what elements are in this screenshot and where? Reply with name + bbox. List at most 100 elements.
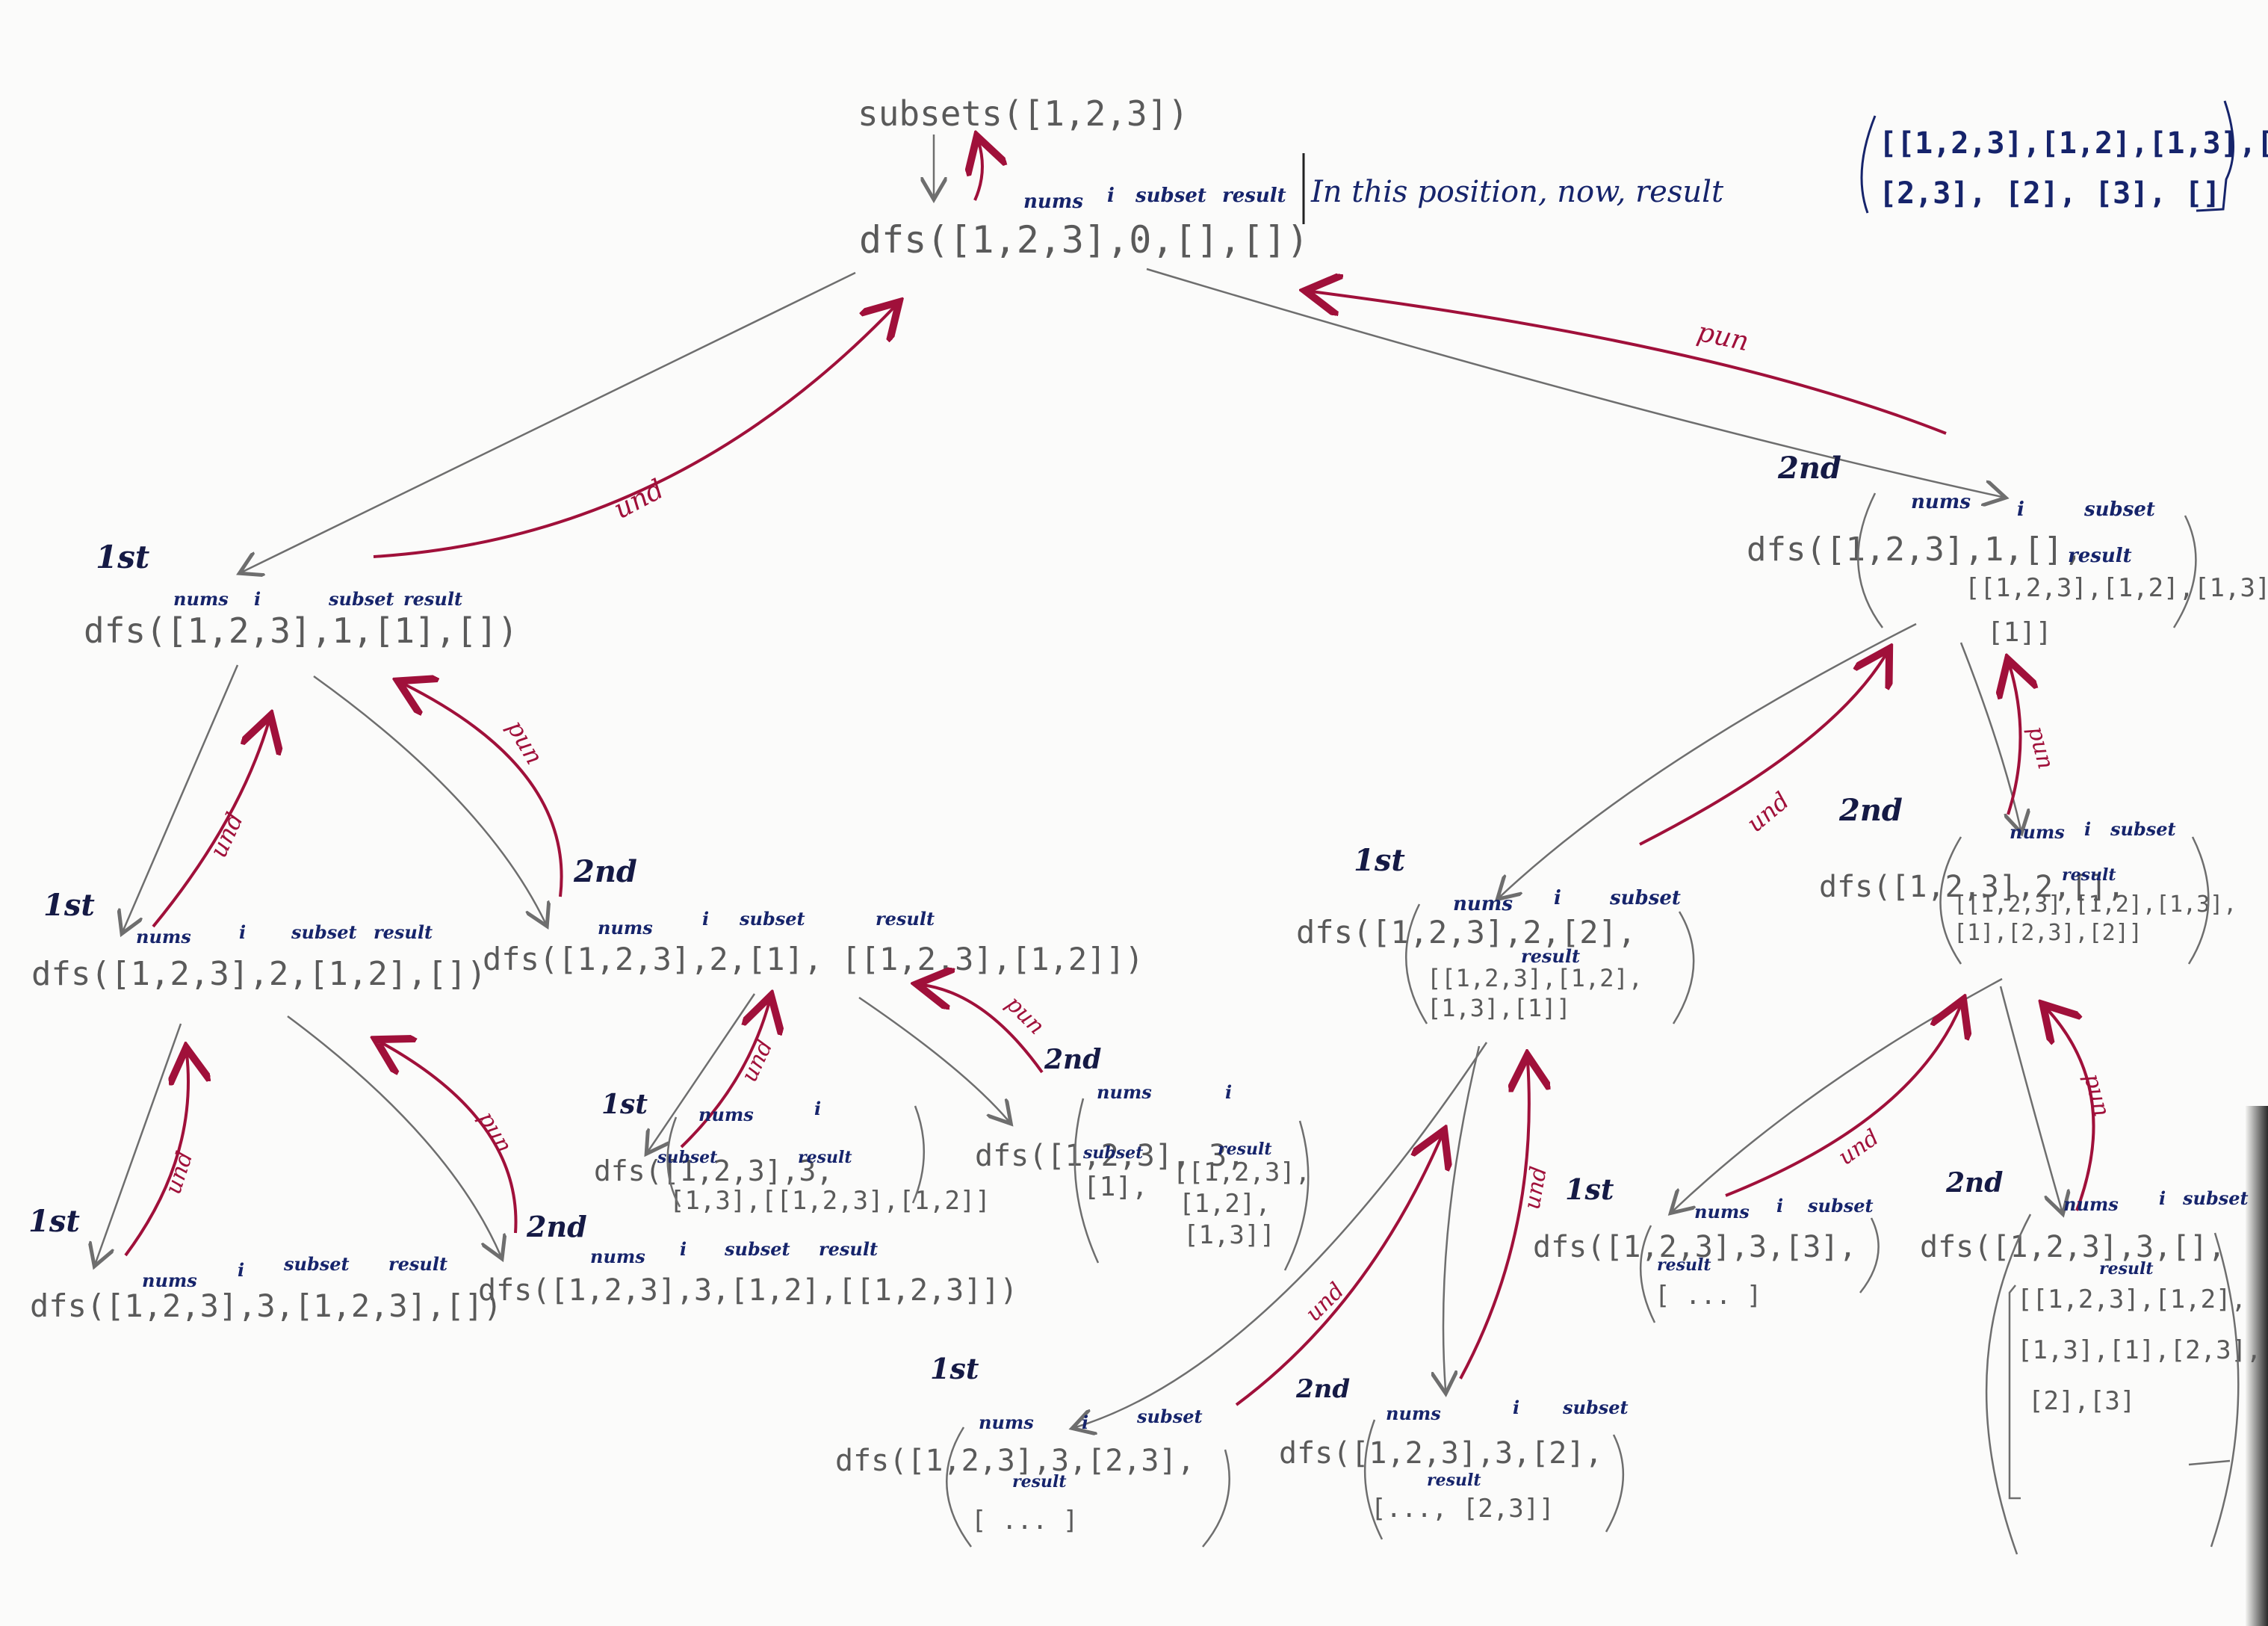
r1b1-result: [ ... ] [1655, 1281, 1762, 1311]
r1-order: 2nd [1777, 451, 1841, 486]
l1b1-line2: [1,3],[[1,2,3],[1,2]] [669, 1186, 991, 1216]
r1-paren-left [1857, 492, 1884, 628]
r1a2-label-result: result [1427, 1471, 1481, 1490]
l1b1-label-subset: subset [657, 1148, 717, 1167]
l1-label-nums: nums [173, 588, 229, 610]
r1a1-label-result: result [1012, 1472, 1067, 1491]
r1b2-paren-right [2210, 1232, 2240, 1548]
l1a2-label-nums: nums [590, 1246, 645, 1267]
edge-label-und: und [1301, 1278, 1350, 1327]
r1b-label-i: i [2084, 818, 2091, 840]
l1b-label-result: result [876, 908, 935, 930]
r1b-label-result: result [2062, 865, 2116, 885]
l1a-order: 1st [43, 888, 95, 923]
edge-root-l1 [243, 271, 856, 572]
r1b1-label-nums: nums [1694, 1201, 1750, 1222]
edge-label-und: und [737, 1036, 778, 1086]
l1a2-label-i: i [680, 1238, 687, 1260]
l1a1-label-nums: nums [142, 1270, 197, 1291]
r1a1-label-i: i [1082, 1412, 1088, 1433]
note-result-line2: [2,3], [2], [3], [] [1879, 176, 2221, 211]
edge-up-r1b-r1 [2008, 665, 2021, 815]
r1a2-order: 2nd [1295, 1374, 1350, 1404]
edge-up-l1a-l1 [152, 721, 269, 928]
r1b-paren-left [1939, 836, 1962, 965]
r1b2-label-nums: nums [2063, 1193, 2119, 1215]
r1a-label-i: i [1554, 887, 1561, 909]
l1a1-dfs-call: dfs([1,2,3],3,[1,2,3],[]) [30, 1287, 502, 1324]
edge-r1-r1b [1959, 642, 2021, 829]
l1b-dfs-call: dfs([1,2,3],2,[1], [[1,2,3],[1,2]]) [483, 941, 1144, 977]
l1b2-label-i: i [1225, 1081, 1232, 1103]
r1b-dfs-call: dfs([1,2,3],2,[], [1819, 870, 2125, 904]
note-bracket-left [1860, 115, 1877, 214]
l1b2-result1: [[1,2,3], [1173, 1157, 1310, 1187]
r1b-label-subset: subset [2110, 818, 2176, 840]
r1b-order: 2nd [1838, 793, 1903, 828]
r1b2-order: 2nd [1945, 1167, 2003, 1199]
edge-label-pun: pun [2078, 1071, 2115, 1119]
r1a2-dfs-call: dfs([1,2,3],3,[2], [1279, 1436, 1602, 1471]
r1a1-result: [ ... ] [971, 1506, 1078, 1536]
edge-r1-r1a [1500, 622, 1917, 897]
l1a1-order: 1st [28, 1204, 80, 1239]
note-text: In this position, now, result [1310, 175, 1724, 209]
r1b-result2: [1],[2,3],[2]] [1953, 920, 2142, 946]
l1b2-result3: [1,3]] [1183, 1220, 1275, 1250]
r1b1-paren-right [1859, 1217, 1880, 1293]
edge-l1a-l1a1 [96, 1023, 182, 1263]
edge-up-r1b1-r1b [1725, 1005, 1961, 1197]
r1a1-label-subset: subset [1136, 1406, 1203, 1427]
r1-label-result: result [2068, 545, 2132, 567]
edge-l1-l1a [123, 664, 239, 930]
r1b2-label-subset: subset [2182, 1187, 2249, 1209]
l1b2-paren-left [1073, 1098, 1100, 1264]
l1a2-order: 2nd [526, 1210, 587, 1243]
l1a-label-i: i [239, 921, 246, 943]
l1b1-label-i: i [814, 1098, 821, 1119]
r1a-result2: [1,3],[1]] [1427, 994, 1571, 1022]
edge-label-pun: pun [2022, 723, 2059, 772]
edge-l1b-l1b1 [648, 993, 756, 1151]
r1b2-label-i: i [2159, 1187, 2166, 1209]
edge-label-pun: pun [501, 715, 549, 769]
r1a2-paren-right [1605, 1434, 1625, 1533]
r1b2-result1: [[1,2,3],[1,2], [2017, 1285, 2246, 1314]
root-label-result: result [1222, 185, 1286, 207]
r1b2-label-result: result [2099, 1259, 2154, 1279]
l1a2-label-result: result [819, 1238, 878, 1260]
root-label-i: i [1107, 185, 1115, 207]
r1a-paren-right [1672, 911, 1695, 1024]
edge-label-pun: pun [473, 1107, 517, 1158]
r1b-paren-right [2187, 836, 2210, 965]
note-bracket-right [2196, 100, 2235, 212]
edge-label-und: und [204, 808, 250, 862]
edge-up-r1-root [1311, 291, 1947, 435]
r1-result1: [[1,2,3],[1,2],[1,3], [1965, 573, 2268, 603]
r1a-dfs-call: dfs([1,2,3],2,[2], [1296, 914, 1636, 950]
r1a1-paren-right [1202, 1449, 1230, 1548]
r1a-label-subset: subset [1609, 887, 1681, 909]
r1a-paren-left [1404, 903, 1428, 1024]
root-label-nums: nums [1023, 191, 1083, 213]
r1b-result1: [[1,2,3],[1,2],[1,3], [1953, 891, 2237, 918]
root-call: subsets([1,2,3]) [858, 93, 1189, 134]
edge-r1b-r1b2 [1999, 986, 2062, 1211]
l1b1-label-nums: nums [698, 1104, 754, 1125]
edge-label-pun: pun [1694, 317, 1751, 358]
note-result-line1: [[1,2,3],[1,2],[1,3],[1], [1879, 126, 2268, 161]
r1b2-paren-left [1985, 1214, 2032, 1555]
r1b2-bracket [2008, 1285, 2021, 1500]
r1b2-result2: [1,3],[1],[2,3], [2017, 1335, 2262, 1365]
edge-up-l1-root [373, 306, 895, 558]
edge-r1a-r1a2 [1443, 1045, 1481, 1390]
r1a-result1: [[1,2,3],[1,2], [1427, 964, 1643, 992]
r1-dfs-call: dfs([1,2,3],1,[], [1747, 531, 2083, 569]
l1b2-subset: [1], [1083, 1172, 1148, 1202]
r1-label-nums: nums [1911, 491, 1971, 513]
edge-up-l1b-l1 [403, 684, 563, 897]
r1b2-dfs-call: dfs([1,2,3],3,[], [1920, 1230, 2225, 1264]
edge-l1a-l1a2 [287, 1015, 501, 1255]
l1b1-paren-right [911, 1105, 925, 1204]
